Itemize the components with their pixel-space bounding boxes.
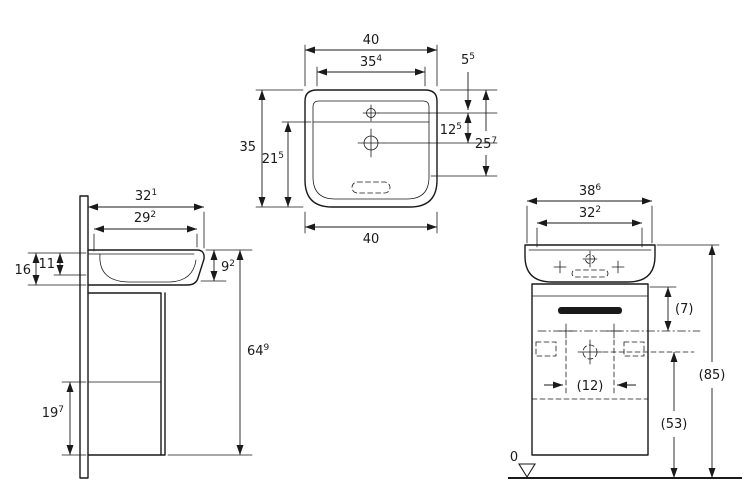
overflow-slot-front	[571, 269, 609, 278]
dim-top-width-label: 40	[363, 33, 380, 48]
basin-inner-rim-plan	[312, 100, 430, 200]
basin-profile-side	[87, 249, 205, 286]
dim-depth-label: 35	[239, 140, 256, 155]
bracket-left	[535, 341, 557, 357]
front-view: 386 322 (7) (12) (85) (53)	[524, 183, 726, 478]
side-view: 321 292 16 11 92 649 197	[14, 188, 270, 479]
dim-top-to-holes-label: (7)	[675, 302, 693, 317]
bracket-right	[623, 341, 645, 357]
dim-height-rim-back-label: 92	[221, 259, 235, 275]
dim-tap-to-drain-label: 125	[440, 122, 462, 138]
dim-tap-width-label: 354	[360, 54, 383, 70]
dim-tap-offset-label: 55	[461, 52, 475, 68]
handle-slot	[558, 307, 622, 314]
ground-datum: 0	[508, 450, 742, 479]
dim-hole-spacing-label: (12)	[577, 379, 604, 394]
dim-depth-total-label: 321	[135, 188, 157, 204]
top-view: 40 354 55 125 257 35 215 40	[239, 33, 498, 247]
dim-height-front-edge-label: 16	[14, 263, 31, 278]
cabinet-front-outline	[531, 283, 649, 456]
cabinet-side	[87, 292, 166, 456]
dim-drain-offset-label: 257	[475, 136, 497, 152]
back-panel-side	[79, 195, 89, 479]
bowl-profile-side	[99, 253, 197, 283]
overflow-slot	[351, 181, 391, 194]
dim-width-basin-label: 386	[579, 183, 602, 199]
dim-floor-to-rim-label: (85)	[699, 368, 726, 383]
datum-triangle-icon	[518, 463, 536, 479]
dim-height-total-label: 649	[247, 343, 270, 359]
dim-height-rim-front-label: 11	[38, 257, 55, 272]
basin-outline-plan	[304, 89, 438, 208]
dim-shelf-to-bottom-label: 197	[42, 405, 64, 421]
dim-inner-depth-label: 215	[262, 151, 284, 167]
dim-bottom-width-label: 40	[363, 232, 380, 247]
dim-depth-basin-label: 292	[134, 210, 156, 226]
dim-floor-to-trap-label: (53)	[661, 417, 688, 432]
datum-zero-label: 0	[510, 450, 518, 465]
dim-width-inner-label: 322	[579, 205, 601, 221]
basin-front-outline	[524, 244, 656, 283]
